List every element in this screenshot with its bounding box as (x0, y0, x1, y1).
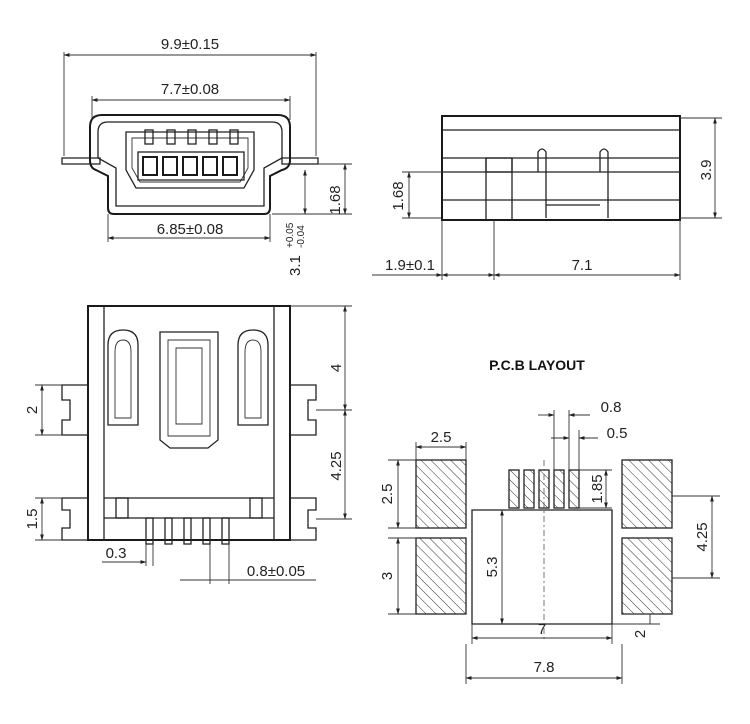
top-pins (115, 497, 263, 545)
side-view: 3.9 1.68 1.9±0.1 7.1 (372, 115, 722, 280)
pcb-title: P.C.B LAYOUT (489, 357, 585, 373)
pad-left-lower (415, 537, 467, 615)
contact-tongue (137, 151, 245, 181)
receptacle-inner (131, 137, 249, 183)
front-view: 9.9±0.15 7.7±0.08 6.85±0.08 1.68 3.1 +0.… (61, 36, 352, 276)
center-latch (159, 331, 219, 449)
dim-inner-width: 7.7±0.08 (161, 81, 219, 98)
dim-pcb-outer-width: 7.8 (534, 659, 555, 676)
dim-pcb-right-spacing: 4.25 (694, 522, 711, 551)
pad-right-upper (621, 459, 673, 529)
dim-pcb-big-pad-width: 2.5 (431, 429, 452, 446)
dim-pcb-corner-gap: 2 (632, 630, 649, 638)
dim-total-height-plus: +0.05 (285, 222, 296, 248)
dim-pcb-pad-length: 1.85 (589, 474, 606, 503)
tab-left-upper (61, 384, 89, 436)
dim-side-length: 7.1 (572, 257, 593, 274)
top-view: 4 4.25 2 1.5 0.3 0.8±0.05 (24, 305, 352, 584)
dim-tab-width-upper: 2 (24, 406, 41, 414)
pcb-layout: P.C.B LAYOUT 0.8 0.5 1.85 (379, 357, 720, 684)
latch-window-right (237, 329, 269, 426)
dim-pcb-lower-pad-height: 3 (379, 572, 396, 580)
dim-pin-pitch: 0.8±0.05 (247, 563, 305, 580)
latch-window-left (107, 329, 139, 426)
receptacle-opening (125, 131, 255, 189)
dim-pcb-pad-width: 0.5 (607, 425, 628, 442)
front-shell-inner (97, 121, 283, 207)
dim-pcb-center-height: 5.3 (484, 557, 501, 578)
side-body (441, 115, 681, 221)
right-flange (281, 157, 319, 165)
pad-left-upper (415, 459, 467, 529)
dim-pcb-big-pad-height: 2.5 (379, 484, 396, 505)
dim-total-height-minus: -0.04 (296, 225, 307, 248)
front-shell-outer (89, 114, 291, 215)
dim-total-height: 3.1 (287, 255, 304, 276)
dim-overall-width: 9.9±0.15 (161, 36, 219, 53)
dim-tab-width-lower: 1.5 (24, 509, 41, 530)
dim-lower-length: 4.25 (328, 451, 345, 480)
dim-side-height: 1.68 (327, 185, 344, 214)
left-flange (61, 157, 101, 165)
dim-pcb-inner-width: 7 (538, 621, 546, 638)
tab-left-lower (61, 497, 89, 541)
dim-side-offset: 1.9±0.1 (385, 257, 435, 274)
dim-pin-width: 0.3 (106, 545, 127, 562)
side-latch-right (599, 148, 609, 218)
dim-upper-length: 4 (328, 364, 345, 372)
top-contacts (144, 129, 239, 145)
side-latch-left (537, 148, 547, 218)
dim-mount-height: 1.68 (390, 181, 407, 210)
contact-pins (142, 156, 238, 176)
tab-right-lower (289, 497, 317, 541)
dim-pcb-pitch: 0.8 (601, 399, 622, 416)
dim-side-height: 3.9 (698, 160, 715, 181)
dim-base-width: 6.85±0.08 (157, 221, 224, 238)
tab-right-upper (289, 384, 317, 436)
pad-right-lower (621, 537, 673, 615)
